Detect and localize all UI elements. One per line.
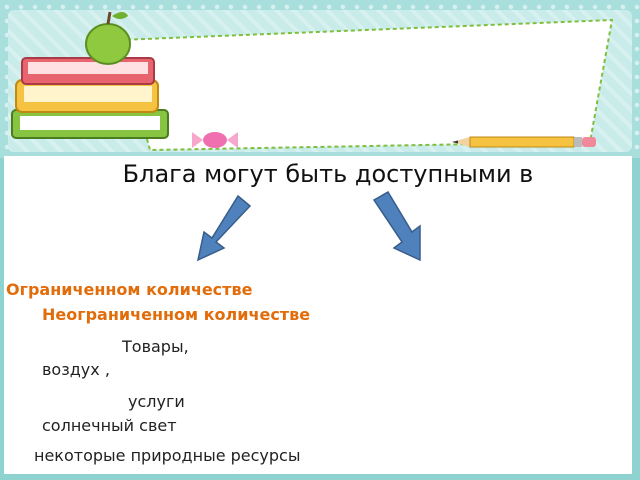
unlimited-item-sunlight: солнечный свет	[42, 416, 177, 435]
limited-item-goods: Товары,	[122, 337, 189, 356]
bottom-border	[0, 474, 640, 480]
left-arrow-icon	[196, 194, 252, 262]
books-with-apple-icon	[11, 11, 169, 139]
right-arrow-icon	[372, 190, 421, 262]
limited-quantity-heading: Ограниченном количестве	[6, 280, 253, 299]
slide-content-area	[4, 156, 632, 474]
slide-title: Блага могут быть доступными в	[122, 160, 534, 188]
wrapped-candy-icon	[192, 132, 238, 148]
unlimited-item-air: воздух ,	[42, 360, 110, 379]
pencil-icon	[452, 136, 596, 148]
unlimited-quantity-heading: Неограниченном количестве	[42, 305, 311, 324]
unlimited-item-natural-resources: некоторые природные ресурсы	[34, 446, 301, 465]
header-decoration	[11, 11, 614, 152]
limited-item-services: услуги	[128, 392, 185, 411]
banner-shape	[118, 18, 614, 152]
